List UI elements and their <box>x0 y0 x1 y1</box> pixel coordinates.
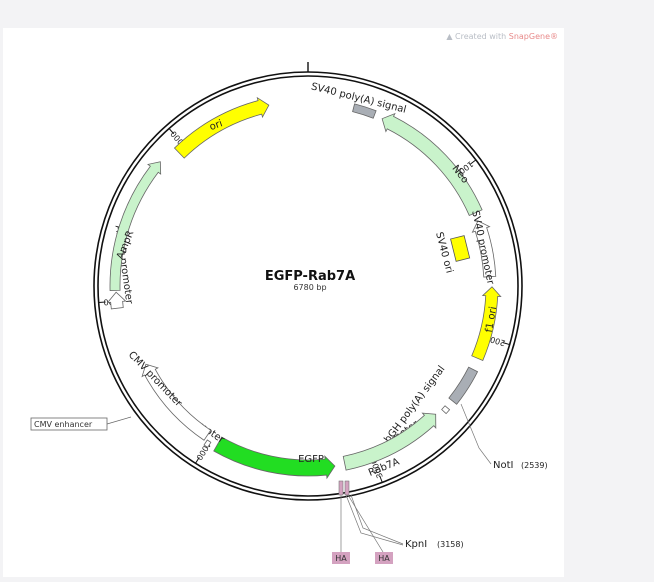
tick-mark-6000 <box>168 128 175 135</box>
watermark-prefix: Created with <box>455 32 509 41</box>
ha-mark-2 <box>344 480 350 496</box>
bgh-polya-arc <box>448 366 479 405</box>
tick-mark-1000 <box>470 159 477 165</box>
watermark-brand: SnapGene® <box>508 32 558 41</box>
sp6-promoter-arc <box>441 405 451 415</box>
egfp-arc <box>213 436 336 480</box>
t7-promoter-arc <box>203 439 212 448</box>
ori-arc <box>173 96 270 159</box>
ha-tag-1 <box>332 552 350 564</box>
sv40-ori-block <box>450 235 471 262</box>
cmv-enhancer-box <box>30 417 108 431</box>
ha-tag-2-label: HA <box>378 554 390 563</box>
tick-layer: 100020003000400050006000 <box>98 128 510 483</box>
f1-ori-arc <box>471 286 502 362</box>
snapgene-logo-icon: ▲ <box>446 32 456 41</box>
plasmid-name: EGFP-Rab7A <box>265 269 355 284</box>
cmv-promoter-arc <box>141 363 212 441</box>
cmv-enhancer-leader <box>106 416 132 425</box>
f1-ori-label: f1 ori <box>484 306 499 334</box>
tick-mark-5000 <box>98 301 106 304</box>
cmv-promoter-label: CMV promoter <box>126 350 185 410</box>
ha-tag-2 <box>375 552 393 564</box>
ampr-promoter-arc <box>106 291 127 310</box>
tick-mark-2000 <box>502 342 510 346</box>
ori-label: ori <box>208 118 224 133</box>
sv40-polya-arc <box>352 103 377 119</box>
backbone-inner <box>97 75 519 497</box>
sv40-promoter-arc <box>471 220 497 278</box>
noti-name: NotI <box>493 460 513 471</box>
tick-mark-3000 <box>379 475 383 483</box>
egfp-label: EGFP <box>298 454 324 465</box>
snapgene-watermark: ▲ Created with SnapGene® <box>446 32 558 41</box>
rab7a-arc <box>342 412 437 471</box>
kpni-name: KpnI <box>405 539 427 550</box>
noti-position: (2539) <box>521 461 548 470</box>
cmv-enhancer-label: CMV enhancer <box>34 420 93 429</box>
ha-tag-1-label: HA <box>335 554 347 563</box>
kpni-leader <box>350 494 404 545</box>
ha-mark-1 <box>338 480 344 496</box>
plasmid-map: 100020003000400050006000 SV40 poly(A) si… <box>30 62 548 564</box>
neo-arc <box>381 112 483 216</box>
ha-leader-2 <box>347 494 384 553</box>
tick-mark-4000 <box>195 457 200 464</box>
kpni-leader-2 <box>345 494 404 546</box>
ampr-arc <box>109 161 162 291</box>
kpni-position: (3158) <box>437 540 464 549</box>
sv40-ori-label: SV40 ori <box>433 231 455 275</box>
noti-leader <box>460 403 492 465</box>
plasmid-length: 6780 bp <box>293 283 326 292</box>
